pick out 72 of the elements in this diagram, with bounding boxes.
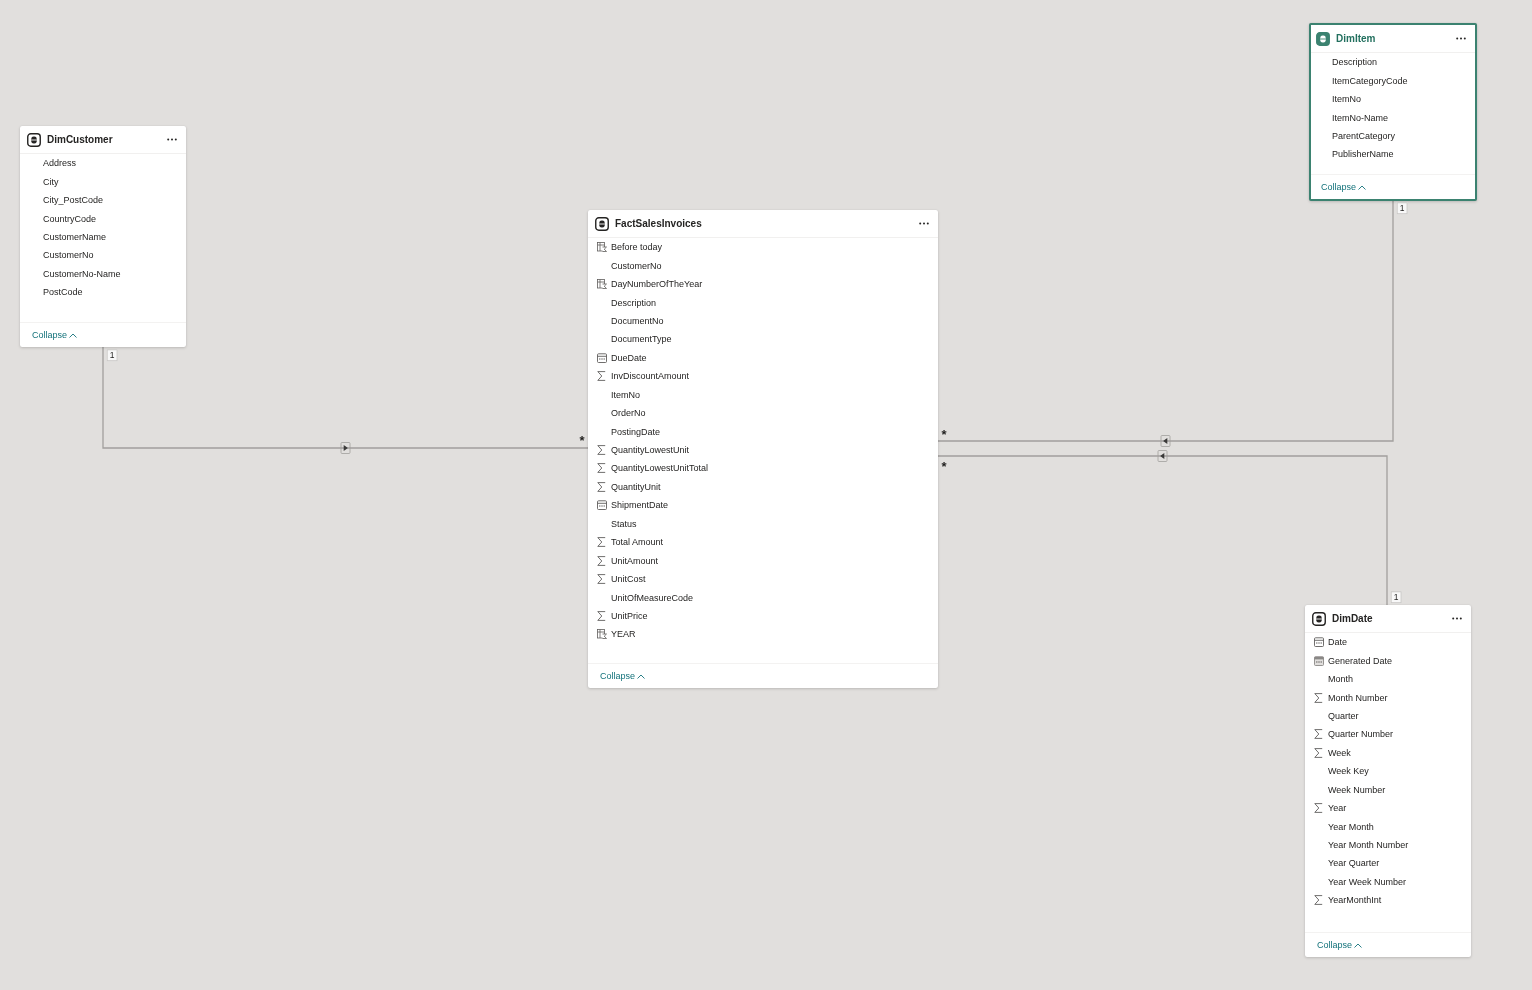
field-name: ItemCategoryCode	[1332, 75, 1408, 86]
table-card	[1305, 605, 1471, 957]
field-name: InvDiscountAmount	[611, 371, 690, 382]
field-name: QuantityLowestUnitTotal	[611, 463, 709, 474]
field-name: UnitCost	[611, 574, 646, 585]
field-name: Week Number	[1328, 784, 1386, 795]
field-name: Year Quarter	[1328, 858, 1380, 869]
field-name: City_PostCode	[43, 195, 104, 206]
field-name: Year Month Number	[1328, 840, 1409, 851]
field-name: Total Amount	[611, 537, 664, 548]
field-name: Month Number	[1328, 692, 1388, 703]
relationship-arrow	[937, 450, 1388, 606]
field-name: YearMonthInt	[1328, 895, 1382, 906]
field-name: Month	[1328, 674, 1353, 685]
field-name: CustomerNo-Name	[43, 268, 121, 279]
table-title: DimItem	[1336, 33, 1377, 44]
cardinality-label: 1	[1396, 202, 1408, 214]
field-name: Week Key	[1328, 766, 1369, 777]
field-name: DayNumberOfTheYear	[611, 279, 703, 290]
field-name: Year	[1328, 803, 1347, 814]
field-name: QuantityLowestUnit	[611, 445, 690, 456]
collapse-button: Collapse	[600, 671, 646, 681]
collapse-button: Collapse	[1321, 182, 1367, 192]
cardinality-label: 1	[1390, 591, 1402, 603]
field-name: YEAR	[611, 629, 636, 640]
field-name: Quarter Number	[1328, 729, 1394, 740]
table-card	[1309, 23, 1477, 201]
cardinality-label: *	[940, 457, 948, 473]
field-name: Before today	[611, 242, 663, 253]
field-name: ItemNo-Name	[1332, 112, 1388, 123]
field-name: CustomerNo	[43, 250, 94, 261]
field-name: DueDate	[611, 352, 647, 363]
field-name: CustomerName	[43, 231, 107, 242]
field-name: Status	[611, 518, 637, 529]
field-name: Year Month	[1328, 821, 1374, 832]
field-name: ItemNo	[611, 389, 640, 400]
field-name: ItemNo	[1332, 94, 1361, 105]
collapse-button: Collapse	[32, 330, 78, 340]
field-name: OrderNo	[611, 408, 646, 419]
table-title: DimCustomer	[47, 134, 114, 145]
field-name: Week	[1328, 747, 1351, 758]
field-name: CustomerNo	[611, 260, 662, 271]
relationship-arrow	[102, 346, 589, 454]
field-name: Quarter	[1328, 710, 1359, 721]
table-card	[588, 210, 938, 688]
field-name: UnitOfMeasureCode	[611, 592, 694, 603]
cardinality-label: *	[578, 431, 586, 447]
field-name: PostCode	[43, 287, 83, 298]
field-name: Address	[43, 158, 77, 169]
cardinality-label: *	[940, 425, 948, 441]
field-name: DocumentNo	[611, 315, 664, 326]
field-name: QuantityUnit	[611, 481, 661, 492]
field-name: DocumentType	[611, 334, 672, 345]
field-name: Generated Date	[1328, 655, 1393, 666]
field-name: Year Week Number	[1328, 876, 1407, 887]
table-title: DimDate	[1332, 613, 1374, 624]
field-name: City	[43, 176, 59, 187]
table-title: FactSalesInvoices	[615, 218, 703, 229]
relationship-arrow	[937, 200, 1394, 447]
field-name: Description	[1332, 57, 1378, 68]
field-name: CountryCode	[43, 213, 97, 224]
field-name: PublisherName	[1332, 149, 1394, 160]
table-card	[20, 126, 186, 347]
field-name: UnitAmount	[611, 555, 659, 566]
field-name: UnitPrice	[611, 610, 648, 621]
field-name: ParentCategory	[1332, 130, 1396, 141]
field-name: PostingDate	[611, 426, 661, 437]
field-name: ShipmentDate	[611, 500, 669, 511]
collapse-button: Collapse	[1317, 940, 1363, 950]
field-name: Date	[1328, 637, 1347, 648]
cardinality-label: 1	[106, 349, 118, 361]
field-name: Description	[611, 297, 657, 308]
